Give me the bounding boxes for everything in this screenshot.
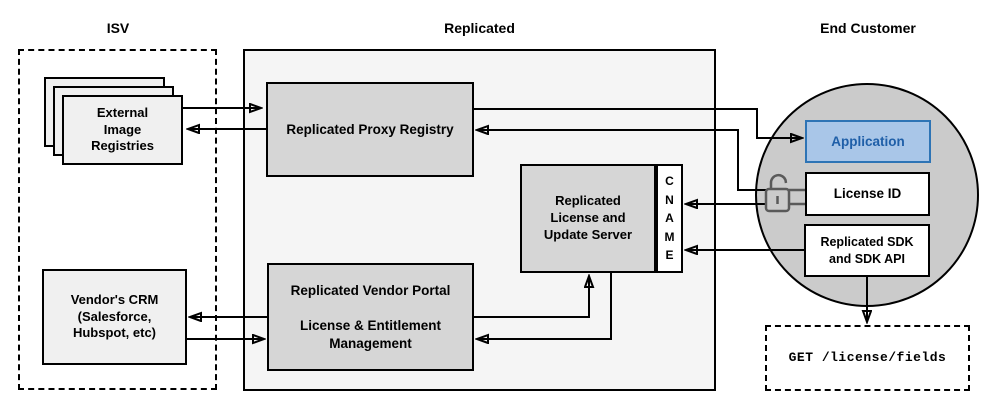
vendor-portal: Replicated Vendor Portal License & Entit…: [267, 263, 474, 371]
get-license-fields-node: GET /license/fields: [765, 325, 970, 391]
license-id-node: License ID: [805, 172, 930, 216]
section-label-replicated: Replicated: [444, 20, 515, 36]
external-image-registries: External Image Registries: [62, 95, 183, 165]
replicated-sdk-node: Replicated SDK and SDK API: [804, 224, 930, 277]
section-label-isv: ISV: [106, 20, 130, 36]
application-node: Application: [805, 120, 931, 163]
isv-boundary: [18, 49, 217, 390]
replicated-proxy-registry: Replicated Proxy Registry: [266, 82, 474, 177]
cname-strip: C N A M E: [656, 164, 683, 273]
license-update-server: Replicated License and Update Server: [520, 164, 656, 273]
vendors-crm: Vendor's CRM (Salesforce, Hubspot, etc): [42, 269, 187, 365]
section-label-end-customer: End Customer: [820, 20, 916, 36]
